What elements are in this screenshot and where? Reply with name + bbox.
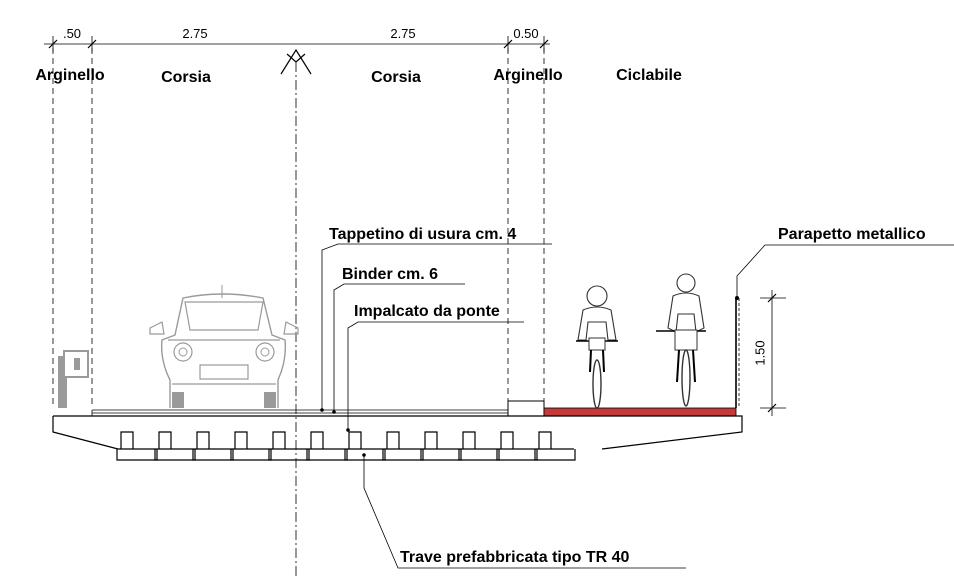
precast-beam	[420, 449, 462, 461]
leader-impalcato	[346, 321, 524, 432]
callout-trave: Trave prefabbricata tipo TR 40	[400, 549, 630, 566]
dimension-parapet-height	[760, 290, 786, 416]
deck-slab	[52, 415, 743, 450]
precast-beam	[496, 449, 538, 461]
beam-outlines	[118, 431, 574, 450]
leader-tappetino	[320, 243, 552, 412]
callout-impalcato: Impalcato da ponte	[354, 303, 500, 320]
dim-parapet-height: 1.50	[752, 340, 767, 365]
precast-beam	[154, 449, 196, 461]
dim-corsia-left: 2.75	[182, 26, 207, 41]
precast-beam	[382, 449, 424, 461]
zone-label-corsia-right: Corsia	[371, 69, 421, 86]
cyclist-rear-view	[656, 273, 706, 407]
callout-parapetto: Parapetto metallico	[778, 226, 926, 243]
callout-tappetino: Tappetino di usura cm. 4	[329, 226, 516, 243]
precast-beam	[192, 449, 234, 461]
curb-arginello	[507, 400, 545, 417]
leader-parapetto	[736, 244, 954, 298]
precast-beam	[458, 449, 500, 461]
precast-beam	[268, 449, 310, 461]
zone-label-arginello-left: Arginello	[35, 67, 105, 84]
precast-beam	[306, 449, 348, 461]
dim-corsia-right: 2.75	[390, 26, 415, 41]
pavement-layers	[91, 409, 508, 416]
leader-trave	[362, 453, 686, 569]
car-illustration	[149, 285, 299, 408]
precast-beam	[116, 449, 158, 461]
leader-binder	[332, 283, 465, 414]
dim-arginello-right: 0.50	[513, 26, 538, 41]
zone-label-corsia-left: Corsia	[161, 69, 211, 86]
precast-beam	[534, 449, 576, 461]
cyclist-front-view	[576, 285, 618, 409]
metal-parapet	[735, 296, 740, 408]
dim-arginello-left: .50	[63, 26, 81, 41]
precast-beams	[116, 431, 576, 461]
zone-label-arginello-right: Arginello	[493, 67, 563, 84]
zone-label-ciclabile: Ciclabile	[616, 67, 682, 84]
precast-beam	[230, 449, 272, 461]
cycle-lane-surface	[543, 407, 737, 417]
precast-beam	[344, 449, 386, 461]
callout-binder: Binder cm. 6	[342, 266, 438, 283]
guardrail-post	[58, 350, 89, 408]
lane-limit-lines	[52, 48, 545, 408]
dimension-line-top	[44, 36, 550, 52]
